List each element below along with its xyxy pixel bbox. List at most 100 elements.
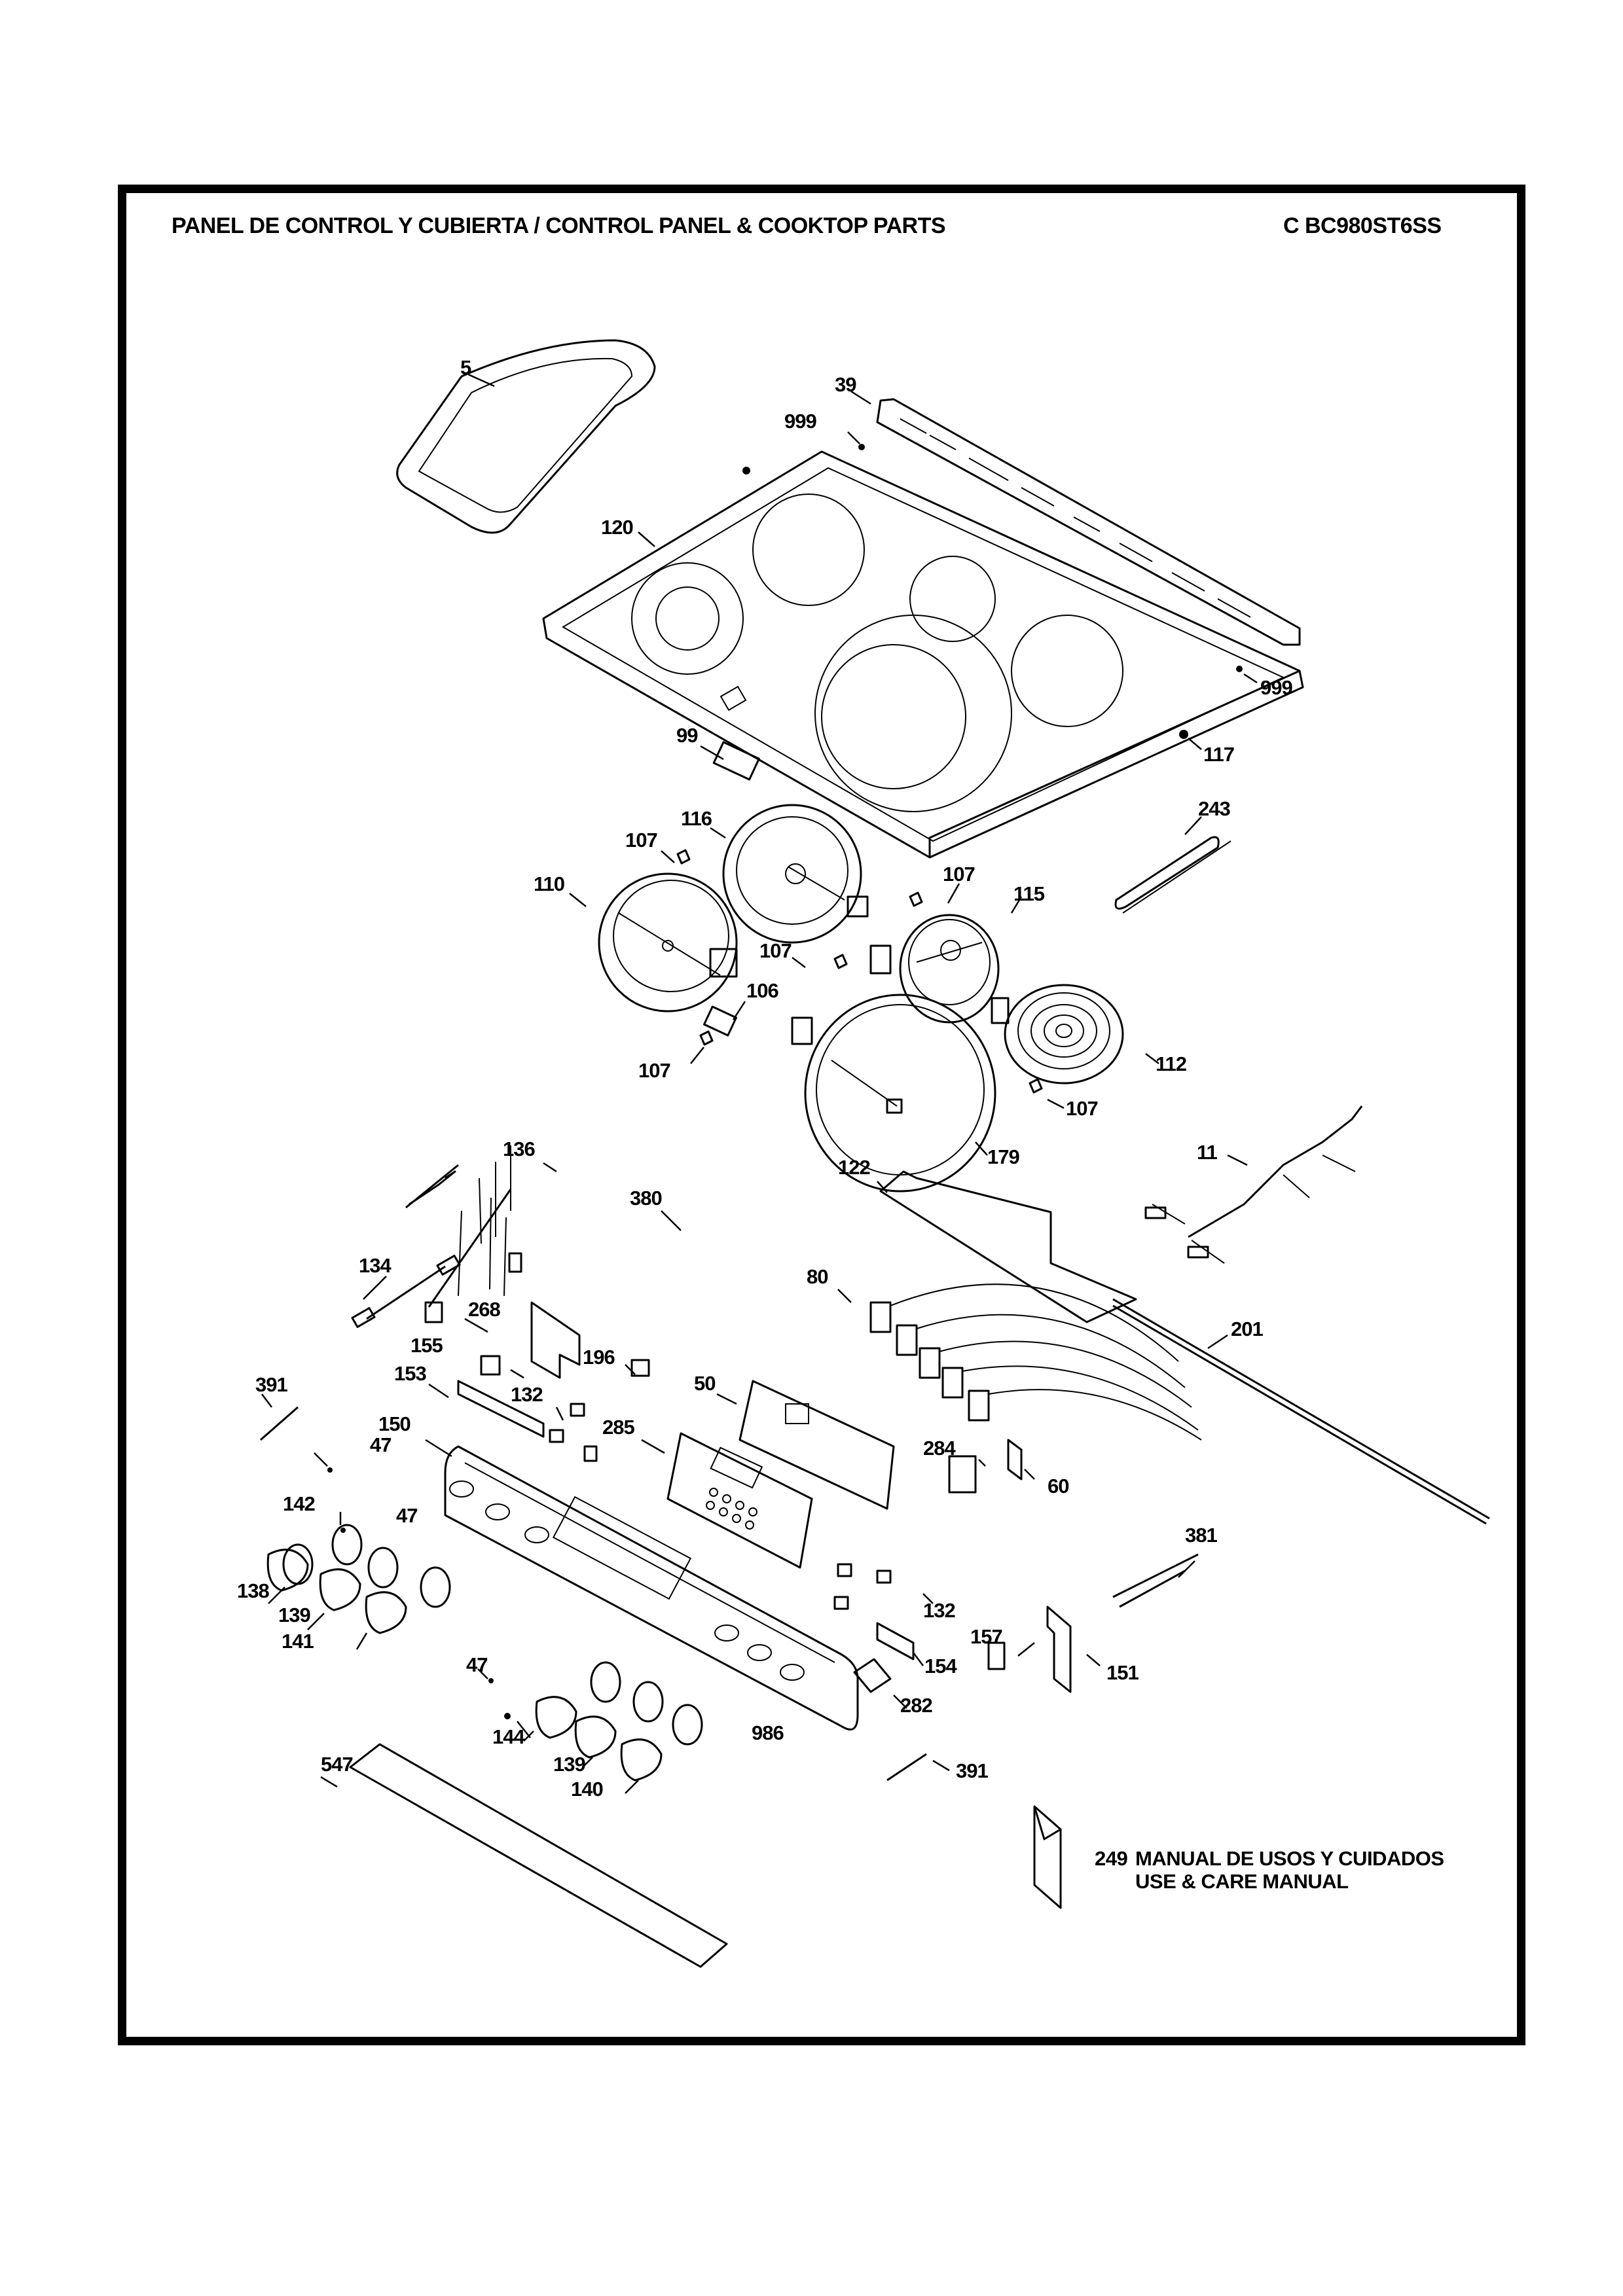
knob-group-bottom (535, 1661, 703, 1782)
callout-39: 39 (835, 373, 856, 396)
callout-154: 154 (924, 1655, 957, 1677)
part-switch-284 (948, 1455, 977, 1494)
callout-116: 116 (681, 807, 712, 830)
part-shield-547 (349, 1743, 728, 1968)
callout-139-b: 139 (553, 1753, 586, 1776)
callout-107-b: 107 (943, 863, 976, 886)
callout-999-side: 999 (1260, 676, 1293, 699)
callout-115: 115 (1013, 882, 1045, 905)
callout-117: 117 (1203, 743, 1235, 766)
part-keypad (666, 1432, 813, 1569)
part-element-dual (598, 872, 738, 1013)
callout-155: 155 (410, 1334, 443, 1357)
callout-99: 99 (676, 724, 698, 747)
diagram-frame (118, 185, 1525, 2045)
callout-132-b: 132 (923, 1599, 956, 1622)
part-switch-132-a (570, 1403, 585, 1417)
part-warming-element (1114, 836, 1231, 914)
part-switch-132-f (833, 1596, 849, 1610)
part-element-bridge (791, 994, 996, 1193)
part-insulation-122 (879, 1170, 1137, 1323)
part-element-large (722, 804, 869, 944)
screw-47-b (340, 1528, 346, 1533)
manual-number: 249 (1095, 1847, 1128, 1870)
part-element-coil (991, 984, 1124, 1085)
callout-380: 380 (630, 1187, 663, 1210)
callout-107-a: 107 (625, 829, 658, 852)
callout-112: 112 (1156, 1052, 1187, 1075)
callout-201: 201 (1231, 1318, 1264, 1340)
callout-122: 122 (838, 1156, 871, 1179)
callout-151: 151 (1106, 1661, 1139, 1684)
part-bracket-106 (703, 1005, 737, 1037)
callout-141: 141 (282, 1630, 314, 1653)
part-griddle (396, 339, 656, 534)
callout-179: 179 (987, 1145, 1020, 1168)
part-infinite-switches (869, 1283, 1202, 1441)
part-rear-trim (876, 398, 1301, 646)
callout-5: 5 (460, 356, 471, 379)
callout-284: 284 (923, 1437, 956, 1460)
callout-144: 144 (492, 1725, 525, 1748)
callout-153: 153 (394, 1362, 427, 1385)
screw-999-side (1236, 666, 1243, 672)
callout-381: 381 (1185, 1524, 1218, 1547)
screw-999-rear (858, 444, 865, 450)
callout-47-a: 47 (370, 1433, 392, 1456)
callout-547: 547 (321, 1753, 354, 1776)
model-number: C BC980ST6SS (1283, 213, 1442, 238)
screw-nut (742, 467, 750, 475)
callout-157: 157 (970, 1625, 1003, 1648)
callout-136: 136 (503, 1138, 536, 1160)
leader-lines (261, 373, 1258, 1794)
part-plate-282 (853, 1658, 892, 1693)
callout-268: 268 (468, 1298, 501, 1321)
callout-110: 110 (534, 872, 565, 895)
part-element-small (869, 914, 1000, 1024)
callout-107-c: 107 (759, 939, 792, 962)
part-cooktop-glass (542, 450, 1304, 859)
screw-117 (1179, 730, 1188, 739)
part-harness-134 (351, 1255, 461, 1328)
callout-11: 11 (1197, 1141, 1218, 1164)
manual-label-en: USE & CARE MANUAL (1135, 1870, 1349, 1893)
screw-47-c (488, 1678, 494, 1683)
part-harness-136 (405, 1164, 459, 1209)
part-ground-wire-a (260, 1406, 299, 1441)
callout-47-c: 47 (466, 1653, 488, 1676)
screw-47-a (327, 1467, 333, 1473)
part-switch-132-e (837, 1563, 852, 1577)
callout-150: 150 (378, 1412, 411, 1435)
part-control-panel (444, 1445, 859, 1731)
callout-391-b: 391 (956, 1759, 989, 1782)
callout-106: 106 (746, 979, 779, 1002)
part-switch-132-b (876, 1570, 892, 1584)
callout-196: 196 (583, 1346, 615, 1369)
callout-60: 60 (1048, 1475, 1069, 1498)
callout-282: 282 (900, 1694, 933, 1717)
callout-107-e: 107 (1066, 1097, 1099, 1120)
callout-47-b: 47 (396, 1504, 418, 1527)
callout-243: 243 (1198, 797, 1231, 820)
part-insulation-154 (876, 1622, 915, 1660)
part-main-harness (1144, 1105, 1363, 1264)
callout-132-a: 132 (511, 1383, 543, 1406)
part-switch-132-d (583, 1445, 598, 1462)
part-wire-tube (1112, 1298, 1490, 1525)
callout-391-a: 391 (255, 1373, 288, 1396)
callout-80: 80 (807, 1265, 828, 1288)
callout-138: 138 (237, 1579, 270, 1602)
callout-142: 142 (283, 1492, 316, 1515)
part-switch-196 (630, 1359, 650, 1377)
part-bracket-157 (987, 1641, 1006, 1670)
callout-134: 134 (359, 1254, 392, 1277)
part-insulation-268 (530, 1301, 581, 1379)
part-plate-60 (1007, 1439, 1023, 1480)
part-harness-380 (424, 1145, 522, 1323)
part-insulation-153 (457, 1380, 545, 1438)
part-terminal-block (712, 741, 760, 781)
part-ground-wire-b (886, 1753, 927, 1782)
callout-285: 285 (602, 1416, 635, 1439)
